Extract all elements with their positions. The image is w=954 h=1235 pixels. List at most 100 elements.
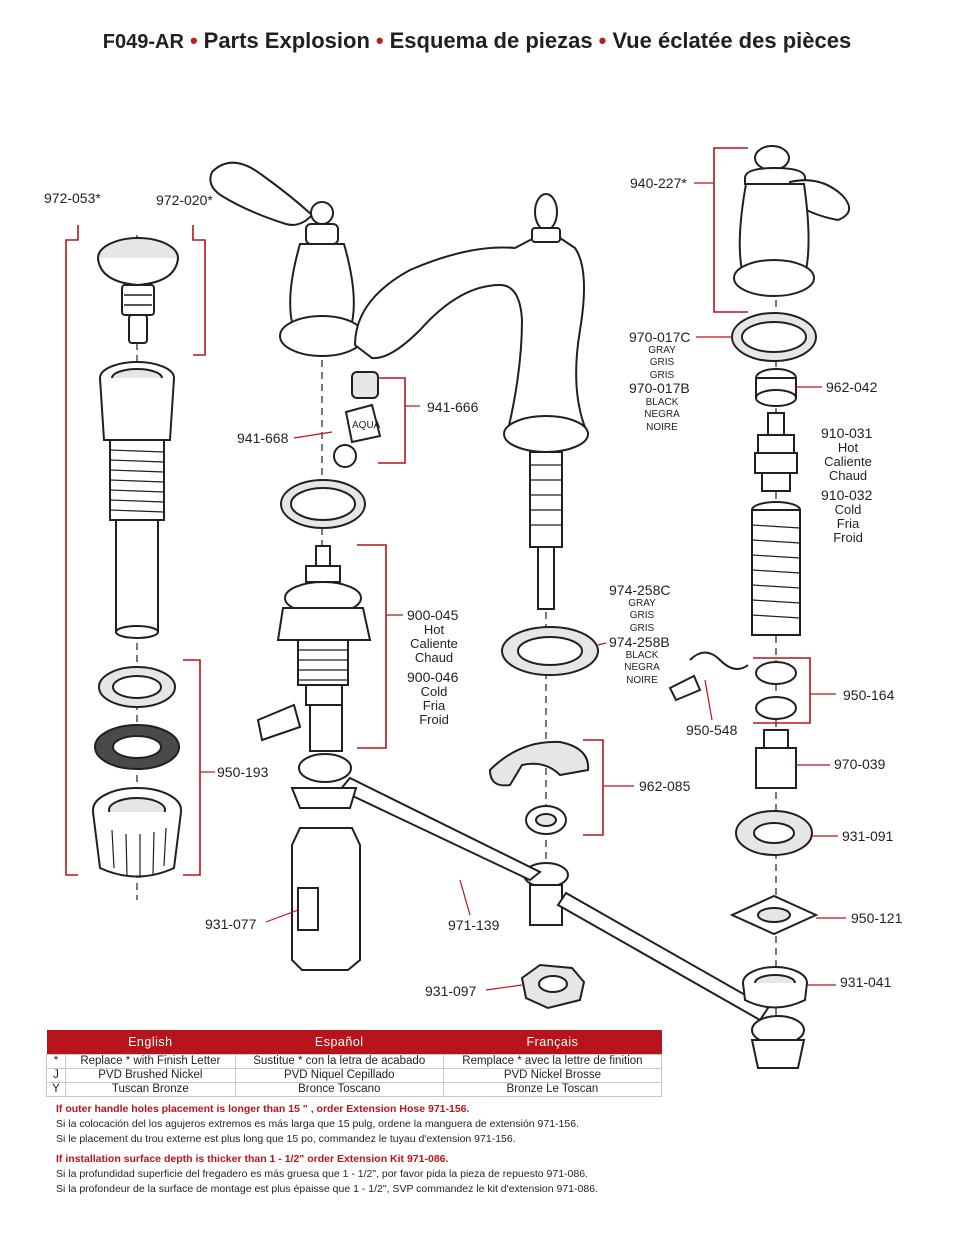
- label-971-139: 971-139: [448, 917, 500, 933]
- bullet-separator: •: [189, 28, 198, 53]
- extension-hose-note-spanish: Si la colocación del los agujeros extrem…: [56, 1118, 579, 1130]
- handle-icon: [209, 161, 365, 357]
- label-900-046-line3: Froid: [419, 712, 449, 727]
- title-french: Vue éclatée des pièces: [612, 28, 852, 53]
- spout-icon: [353, 193, 589, 610]
- spout-gasket-icon: [501, 626, 599, 676]
- mounting-nut-icon: [520, 963, 586, 1010]
- finish-french: Remplace * avec la lettre de finition: [442, 1054, 663, 1069]
- label-974-258c: 974-258C: [609, 582, 671, 598]
- finish-table-header-spanish: Español: [235, 1030, 444, 1055]
- title-spanish: Esquema de piezas: [389, 28, 593, 53]
- finish-table-header-french: Français: [443, 1030, 662, 1055]
- label-910-032-line2: Fria: [837, 516, 860, 531]
- valve-icon: [256, 545, 372, 752]
- finish-code: *: [46, 1054, 66, 1069]
- label-974-258b: 974-258B: [609, 634, 670, 650]
- label-974-258c-line2: GRIS: [630, 610, 655, 621]
- extension-kit-note-spanish: Si la profundidad superficie del fregade…: [56, 1168, 588, 1180]
- body-sleeve-icon: [751, 501, 801, 636]
- label-940-227: 940-227*: [630, 175, 687, 191]
- table-row: Y Tuscan Bronze Bronce Toscano Bronze Le…: [46, 1082, 663, 1097]
- finish-french: PVD Nickel Brosse: [442, 1068, 663, 1083]
- label-950-193: 950-193: [217, 764, 269, 780]
- label-950-164: 950-164: [843, 687, 895, 703]
- spout-assembly: [353, 193, 599, 1010]
- label-910-031-line3: Chaud: [829, 468, 867, 483]
- sleeve-icon: [755, 368, 797, 407]
- label-910-032-line1: Cold: [835, 502, 862, 517]
- model-number: F049-AR: [102, 31, 184, 53]
- label-970-017b-line3: NOIRE: [646, 422, 678, 433]
- finish-table-header-code: [46, 1030, 66, 1055]
- label-931-097: 931-097: [425, 983, 477, 999]
- finish-spanish: PVD Niquel Cepillado: [234, 1068, 444, 1083]
- svg-text:AQUA: AQUA: [352, 420, 381, 431]
- label-970-017c-line2: GRIS: [650, 357, 675, 368]
- right-valve-assembly: [668, 145, 850, 1069]
- left-valve-assembly: AQUA: [209, 161, 382, 770]
- table-row: * Replace * with Finish Letter Sustitue …: [46, 1054, 663, 1069]
- extension-hose-note-english: If outer handle holes placement is longe…: [56, 1103, 470, 1115]
- label-972-053: 972-053*: [44, 190, 101, 206]
- label-974-258b-line2: NEGRA: [624, 662, 660, 673]
- label-974-258c-line1: GRAY: [628, 598, 656, 609]
- label-970-017c-line1: GRAY: [648, 345, 676, 356]
- page-title: F049-AR•Parts Explosion•Esquema de pieza…: [0, 28, 954, 54]
- label-910-031-line2: Caliente: [824, 454, 872, 469]
- finish-english: Tuscan Bronze: [65, 1082, 236, 1097]
- square-washer-icon: [729, 894, 819, 936]
- part-labels: 972-053* 972-020* 940-227* 941-666 941-6…: [44, 175, 903, 999]
- label-900-045-line1: Hot: [424, 622, 445, 637]
- label-970-017b-line2: NEGRA: [644, 409, 680, 420]
- bracket-plate-icon: [488, 740, 590, 835]
- label-950-121: 950-121: [851, 910, 903, 926]
- cap-icon: AQUA: [333, 371, 382, 468]
- hose-icon: [338, 776, 770, 1022]
- drain-body-icon: [99, 361, 175, 639]
- cartridge-icon: [754, 412, 798, 492]
- finish-code: Y: [46, 1082, 66, 1097]
- finish-table: English Español Français * Replace * wit…: [46, 1030, 663, 1097]
- finish-table-header: English Español Français: [46, 1030, 662, 1055]
- extension-kit-note-english: If installation surface depth is thicker…: [56, 1153, 449, 1165]
- label-941-666: 941-666: [427, 399, 479, 415]
- label-910-031: 910-031: [821, 425, 873, 441]
- label-962-042: 962-042: [826, 379, 878, 395]
- label-974-258b-line3: NOIRE: [626, 675, 658, 686]
- washer-icon: [735, 810, 813, 856]
- finish-table-header-english: English: [65, 1030, 236, 1055]
- label-900-046-line2: Fria: [423, 698, 446, 713]
- label-950-548: 950-548: [686, 722, 738, 738]
- label-900-045-line2: Caliente: [410, 636, 458, 651]
- connector-icon: [290, 753, 361, 971]
- label-910-031-line1: Hot: [838, 440, 859, 455]
- extension-hose-note-french: Si le placement du trou externe est plus…: [56, 1133, 516, 1145]
- label-931-091: 931-091: [842, 828, 894, 844]
- label-970-017c: 970-017C: [629, 329, 691, 345]
- extension-hose-note: If outer handle holes placement is longe…: [56, 1102, 579, 1147]
- label-974-258c-line3: GRIS: [630, 623, 655, 634]
- label-972-020: 972-020*: [156, 192, 213, 208]
- adapter-icon: [755, 729, 797, 789]
- label-974-258b-line1: BLACK: [626, 650, 659, 661]
- finish-english: PVD Brushed Nickel: [65, 1068, 236, 1083]
- label-900-045-line3: Chaud: [415, 650, 453, 665]
- extension-kit-note-french: Si la profondeur de la surface de montag…: [56, 1183, 598, 1195]
- lock-nut-icon: [742, 966, 808, 1009]
- drain-stopper-icon: [97, 237, 179, 344]
- label-970-017b: 970-017B: [629, 380, 690, 396]
- drain-gasket-icon: [98, 666, 176, 708]
- swivel-connector-icon: [750, 1015, 806, 1069]
- label-910-032: 910-032: [821, 487, 873, 503]
- label-900-046-line1: Cold: [421, 684, 448, 699]
- label-941-668: 941-668: [237, 430, 289, 446]
- label-970-039: 970-039: [834, 756, 886, 772]
- label-962-085: 962-085: [639, 778, 691, 794]
- label-900-045: 900-045: [407, 607, 459, 623]
- handle-icon: [733, 145, 850, 297]
- o-ring-icon: [280, 479, 366, 529]
- label-931-041: 931-041: [840, 974, 892, 990]
- o-rings-pair-icon: [755, 661, 797, 720]
- bullet-separator: •: [375, 28, 384, 53]
